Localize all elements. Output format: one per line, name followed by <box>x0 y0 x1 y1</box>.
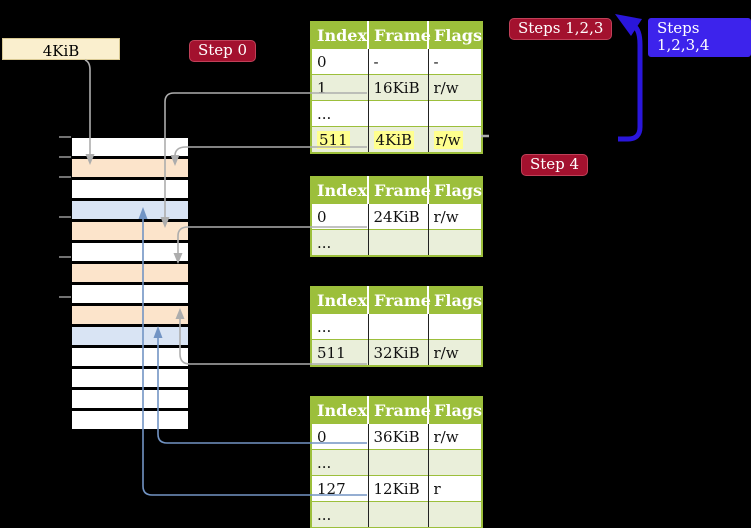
frame-size-label: 4KiB <box>2 38 120 60</box>
memory-frame-row-blue <box>71 326 189 347</box>
column-header-frame: Frame <box>368 177 431 204</box>
memory-frame-row-peach <box>71 263 189 284</box>
highlighted-value: 4KiB <box>373 130 415 149</box>
table-cell <box>368 313 429 340</box>
column-header-frame: Frame <box>368 22 431 49</box>
memory-frame-row-white <box>71 347 189 368</box>
table-cell: 0 <box>311 423 369 450</box>
table-cell: - <box>428 48 482 75</box>
memory-frame-row-white <box>71 242 189 263</box>
memory-frame-row-white <box>71 179 189 200</box>
column-header-flags: Flags <box>428 397 482 424</box>
memory-frame-row-peach <box>71 158 189 179</box>
column-header-frame: Frame <box>368 397 431 424</box>
table-row: 511 4KiB r/w <box>311 126 482 153</box>
table-cell: ... <box>311 449 369 476</box>
step0-badge: Step 0 <box>189 40 257 62</box>
memory-frame-row-peach <box>71 305 189 326</box>
table-row: 0-- <box>311 48 482 75</box>
table-cell: - <box>368 48 429 75</box>
memory-frame-row-white <box>71 368 189 389</box>
table-cell: r <box>428 475 482 502</box>
table-cell: 0 <box>311 203 369 230</box>
memory-tick-marks <box>59 136 71 298</box>
table-row: ... <box>311 100 482 127</box>
memory-frame-row-peach <box>71 221 189 242</box>
table-cell: ... <box>311 501 369 528</box>
table-row: ... <box>311 501 482 528</box>
table-cell: ... <box>311 313 369 340</box>
table-cell: ... <box>311 100 369 127</box>
table-cell <box>428 313 482 340</box>
highlighted-value: 511 <box>317 130 350 149</box>
step4-badge: Step 4 <box>521 154 589 176</box>
table-cell: 4KiB <box>368 126 429 153</box>
recursive-loop-arrow <box>615 14 643 142</box>
steps-123-badge: Steps 1,2,3 <box>509 18 613 40</box>
column-header-frame: Frame <box>368 287 431 314</box>
table-cell <box>428 100 482 127</box>
table-cell <box>428 449 482 476</box>
column-header-flags: Flags <box>428 177 482 204</box>
memory-frame-row-white <box>71 389 189 410</box>
table-cell: 32KiB <box>368 339 429 366</box>
column-header-flags: Flags <box>428 22 482 49</box>
table-cell: 1 <box>311 74 369 101</box>
table-cell: 127 <box>311 475 369 502</box>
memory-frame-row-white <box>71 410 189 431</box>
table-cell <box>368 449 429 476</box>
column-header-index: Index <box>311 287 369 314</box>
column-header-index: Index <box>311 397 369 424</box>
table-cell: r/w <box>428 423 482 450</box>
table-cell <box>368 229 429 256</box>
table-cell: 24KiB <box>368 203 429 230</box>
table-cell: 36KiB <box>368 423 429 450</box>
table-cell: r/w <box>428 339 482 366</box>
steps-1234-badge: Steps 1,2,3,4 <box>648 18 751 57</box>
table-row: ... <box>311 229 482 256</box>
highlighted-value: r/w <box>433 130 463 149</box>
table-cell: 511 <box>311 126 369 153</box>
table-cell: 12KiB <box>368 475 429 502</box>
table-cell <box>368 501 429 528</box>
table-cell: r/w <box>428 203 482 230</box>
table-cell: r/w <box>428 74 482 101</box>
column-header-flags: Flags <box>428 287 482 314</box>
table-cell: r/w <box>428 126 482 153</box>
table-cell <box>428 501 482 528</box>
memory-frame-row-white <box>71 284 189 305</box>
column-header-index: Index <box>311 22 369 49</box>
table-cell: 0 <box>311 48 369 75</box>
table-cell: ... <box>311 229 369 256</box>
table-cell <box>368 100 429 127</box>
table-cell <box>428 229 482 256</box>
table-row: ... <box>311 313 482 340</box>
column-header-index: Index <box>311 177 369 204</box>
table-cell: 511 <box>311 339 369 366</box>
memory-frame-row-white <box>71 137 189 158</box>
memory-frame-row-blue <box>71 200 189 221</box>
table-row: ... <box>311 449 482 476</box>
table-cell: 16KiB <box>368 74 429 101</box>
physical-memory-column <box>71 137 189 432</box>
